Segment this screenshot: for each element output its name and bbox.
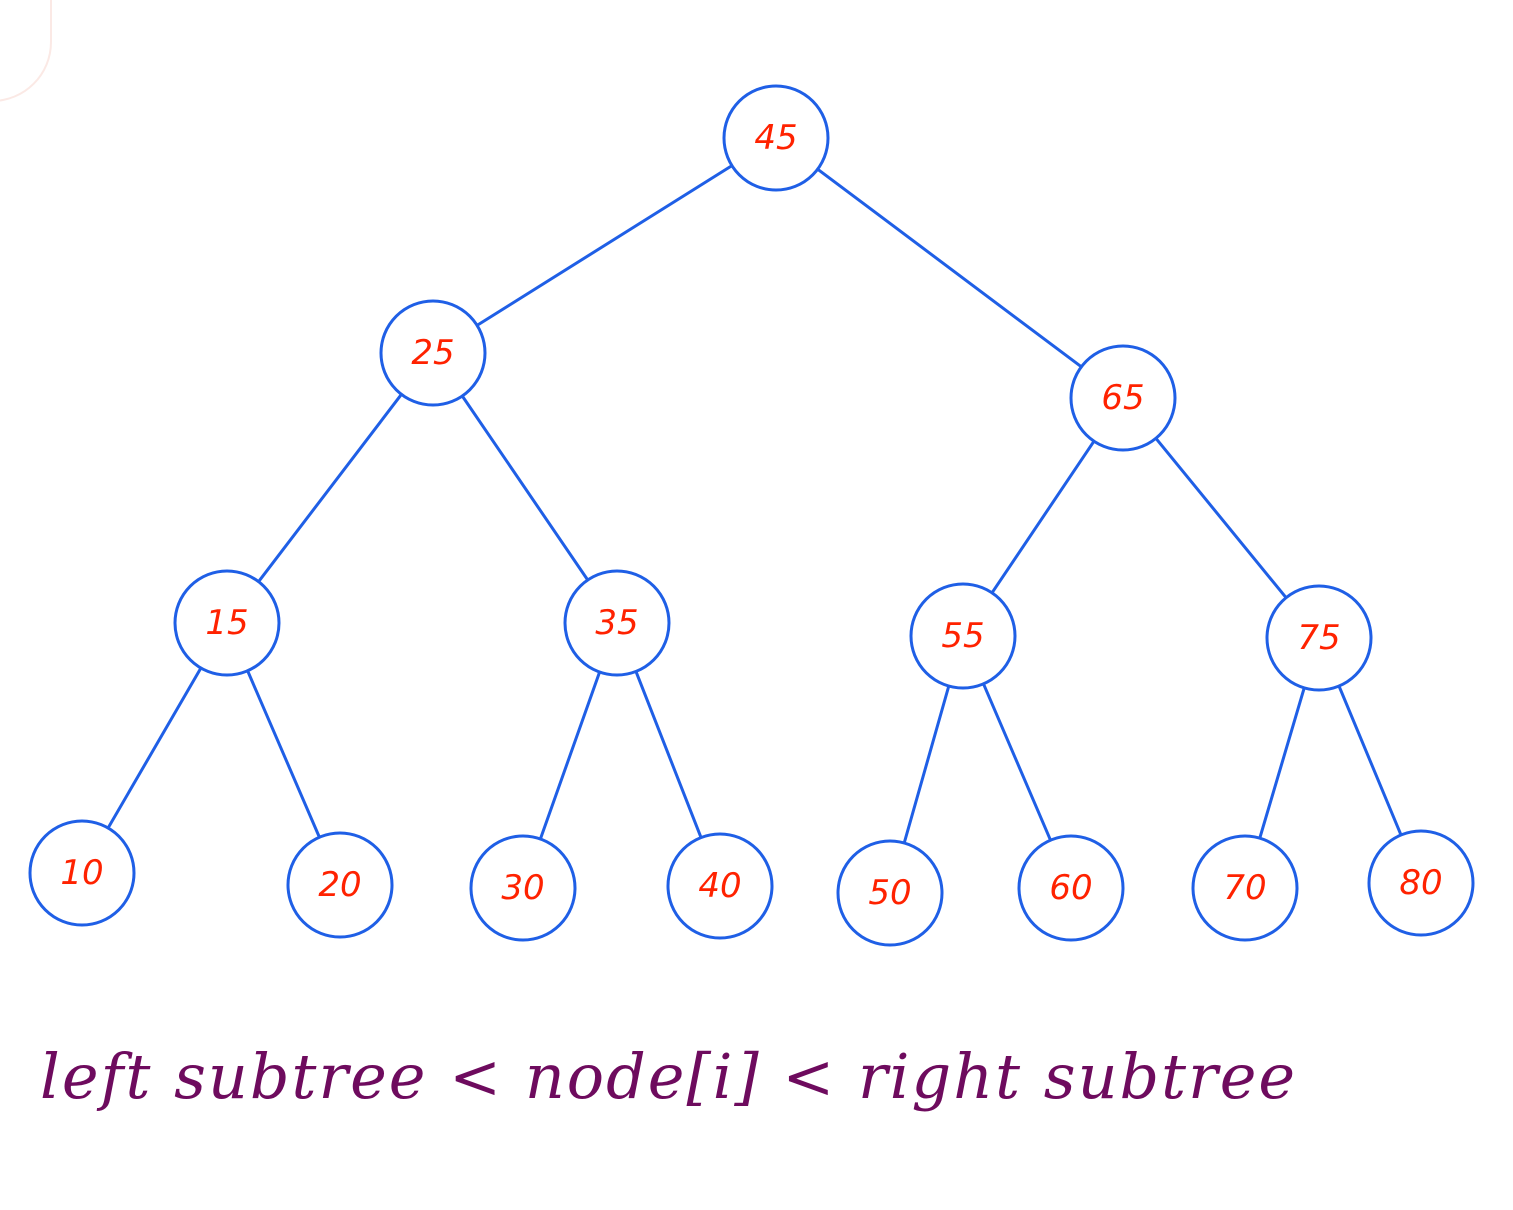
node-circle bbox=[173, 569, 281, 677]
tree-node-75: 75 bbox=[1265, 584, 1373, 692]
node-label: 50 bbox=[868, 873, 911, 913]
edge-25-15 bbox=[257, 392, 403, 584]
tree-node-55: 55 bbox=[909, 582, 1017, 690]
tree-edges bbox=[106, 164, 1403, 845]
tree-node-35: 35 bbox=[563, 569, 671, 677]
bst-property-caption: left subtree < node[i] < right subtree bbox=[40, 1040, 1298, 1113]
node-label: 10 bbox=[60, 853, 103, 893]
edge-15-20 bbox=[246, 669, 321, 839]
node-circle bbox=[469, 834, 577, 942]
edge-75-70 bbox=[1258, 686, 1306, 840]
tree-node-65: 65 bbox=[1069, 344, 1177, 452]
node-circle bbox=[836, 839, 944, 947]
tree-node-30: 30 bbox=[469, 834, 577, 942]
node-circle bbox=[28, 819, 136, 927]
tree-node-25: 25 bbox=[379, 299, 487, 407]
node-circle bbox=[563, 569, 671, 677]
node-label: 20 bbox=[318, 865, 361, 905]
node-label: 25 bbox=[411, 333, 454, 373]
edge-65-75 bbox=[1154, 436, 1288, 600]
tree-nodes: 45 25 65 15 35 55 75 10 20 30 40 50 60 70 80 bbox=[28, 84, 1475, 947]
edge-45-25 bbox=[475, 164, 734, 327]
tree-node-60: 60 bbox=[1017, 834, 1125, 942]
node-label: 40 bbox=[698, 866, 741, 906]
node-circle bbox=[1367, 829, 1475, 937]
node-label: 30 bbox=[501, 868, 544, 908]
edge-75-80 bbox=[1337, 684, 1403, 837]
node-label: 35 bbox=[595, 603, 638, 643]
node-circle bbox=[722, 84, 830, 192]
node-circle bbox=[1265, 584, 1373, 692]
tree-node-10: 10 bbox=[28, 819, 136, 927]
tree-node-15: 15 bbox=[173, 569, 281, 677]
node-label: 70 bbox=[1223, 868, 1266, 908]
tree-node-45: 45 bbox=[722, 84, 830, 192]
node-circle bbox=[286, 831, 394, 939]
edge-35-40 bbox=[634, 669, 703, 840]
tree-node-70: 70 bbox=[1191, 834, 1299, 942]
node-circle bbox=[909, 582, 1017, 690]
node-circle bbox=[1191, 834, 1299, 942]
node-circle bbox=[379, 299, 487, 407]
node-label: 15 bbox=[205, 603, 248, 643]
tree-node-20: 20 bbox=[286, 831, 394, 939]
node-label: 65 bbox=[1101, 378, 1144, 418]
edge-65-55 bbox=[990, 439, 1096, 595]
node-label: 55 bbox=[941, 616, 984, 656]
node-label: 80 bbox=[1399, 863, 1442, 903]
node-circle bbox=[1017, 834, 1125, 942]
edge-45-65 bbox=[816, 167, 1083, 369]
node-label: 60 bbox=[1049, 868, 1092, 908]
edge-25-35 bbox=[460, 394, 590, 582]
edge-15-10 bbox=[106, 666, 203, 830]
node-circle bbox=[666, 832, 774, 940]
node-circle bbox=[1069, 344, 1177, 452]
node-label: 75 bbox=[1297, 618, 1340, 658]
node-label: 45 bbox=[754, 118, 797, 158]
tree-node-50: 50 bbox=[836, 839, 944, 947]
edge-55-60 bbox=[981, 682, 1053, 842]
edge-35-30 bbox=[538, 670, 602, 841]
edge-55-50 bbox=[902, 684, 951, 845]
tree-node-40: 40 bbox=[666, 832, 774, 940]
tree-node-80: 80 bbox=[1367, 829, 1475, 937]
